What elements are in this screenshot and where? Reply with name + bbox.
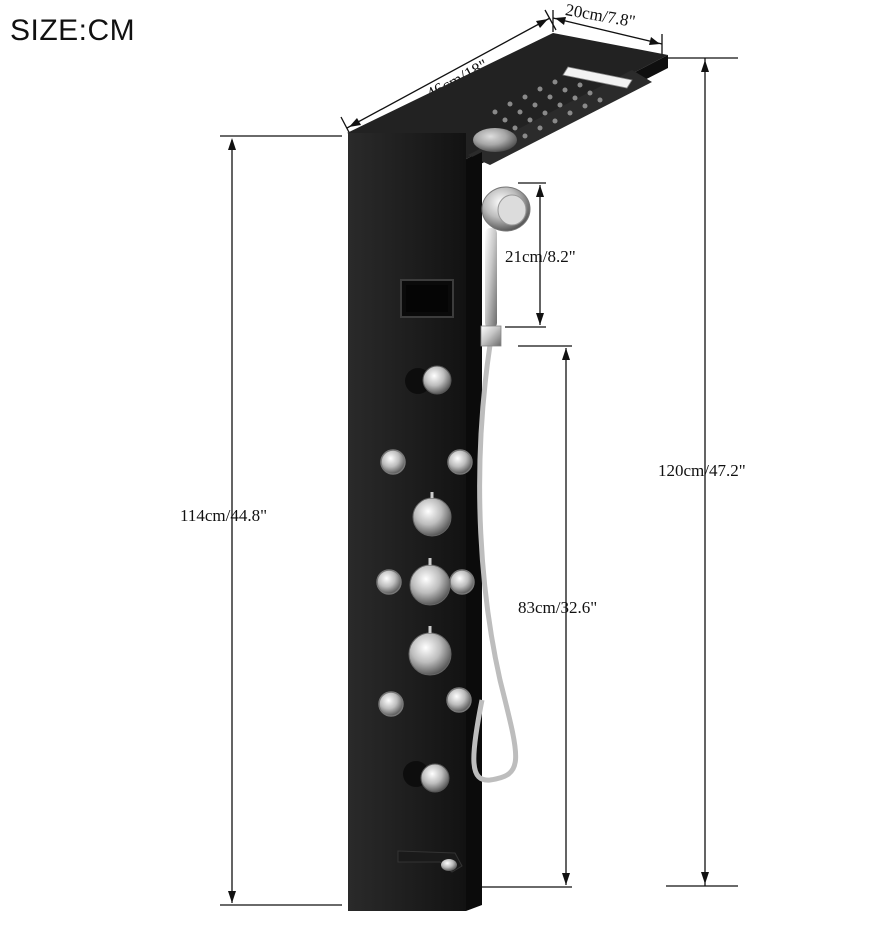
depth-dimension-label: 20cm/7.8" (564, 0, 637, 31)
hose-height-label: 83cm/32.6" (518, 598, 597, 617)
panel-height-label: 114cm/44.8" (180, 506, 267, 525)
hose-holder (480, 325, 502, 347)
total-height-label: 120cm/47.2" (658, 461, 746, 480)
mixer-handles (408, 492, 452, 676)
control-knob-bottom (403, 761, 450, 793)
body-jets (376, 449, 475, 717)
tub-spout (397, 850, 463, 873)
shower-panel (347, 33, 668, 911)
size-title: SIZE:CM (10, 14, 136, 47)
dimension-lines (220, 9, 738, 906)
control-knob-top (405, 365, 452, 395)
rain-nozzles (492, 79, 603, 139)
handheld-height-label: 21cm/8.2" (505, 247, 576, 266)
hand-shower-handle (485, 228, 497, 328)
waterfall-slot (562, 66, 633, 89)
hand-shower (471, 186, 531, 783)
hose (471, 344, 519, 783)
rain-head-connector (473, 128, 517, 152)
dimension-arrowheads (228, 17, 709, 903)
rain-head-top (347, 33, 668, 160)
